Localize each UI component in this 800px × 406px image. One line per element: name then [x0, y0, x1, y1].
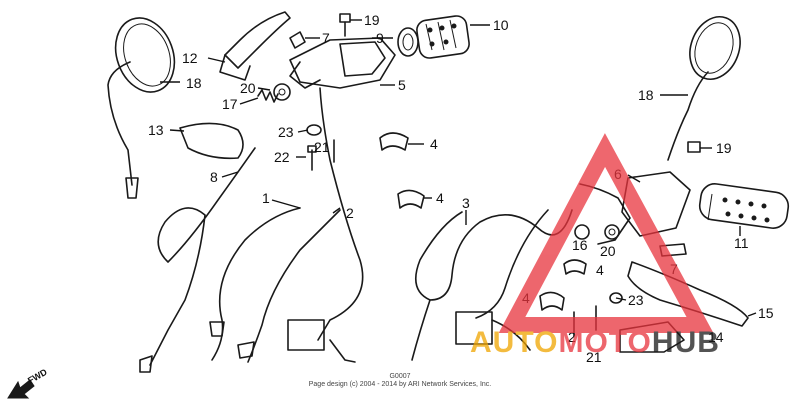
- callout-4: 4: [430, 136, 438, 152]
- callout-7: 7: [322, 30, 330, 46]
- clamp-4a[interactable]: [379, 132, 409, 151]
- throttle-cable-2[interactable]: [237, 209, 341, 363]
- callout-21b: 21: [586, 349, 602, 365]
- switch-harness[interactable]: [287, 87, 364, 363]
- callout-11: 11: [734, 235, 749, 251]
- bolt-7[interactable]: [289, 31, 306, 49]
- callout-4c: 4: [596, 262, 604, 278]
- cover-13[interactable]: [179, 122, 244, 160]
- diagram-id: G0007: [389, 373, 410, 380]
- nut-20b[interactable]: [604, 224, 620, 240]
- callout-15: 15: [758, 305, 774, 321]
- callout-22: 22: [274, 149, 290, 165]
- switch-housing[interactable]: [289, 37, 396, 89]
- left-grip[interactable]: [698, 182, 790, 230]
- copyright-notice: Page design (c) 2004 - 2014 by ARI Netwo…: [309, 381, 492, 388]
- washer-23a[interactable]: [306, 124, 322, 136]
- callout-20b: 20: [600, 243, 616, 259]
- screw-19b[interactable]: [687, 141, 701, 153]
- svg-text:AUTOMOTOHUB: AUTOMOTOHUB: [470, 326, 720, 359]
- clamp-4c[interactable]: [563, 259, 587, 275]
- callout-17: 17: [222, 96, 238, 112]
- left-mirror[interactable]: [106, 10, 185, 199]
- clamp-4b[interactable]: [397, 189, 425, 209]
- spring-17[interactable]: [257, 89, 279, 103]
- callout-19: 19: [364, 12, 380, 28]
- callout-9: 9: [376, 30, 384, 46]
- screw-22[interactable]: [307, 145, 317, 171]
- callout-2b: 2: [568, 329, 576, 345]
- watermark-triangle: [498, 133, 714, 333]
- callout-2: 2: [346, 205, 354, 221]
- leader-lines: [160, 19, 757, 317]
- nut-20a[interactable]: [273, 83, 291, 101]
- throttle-cable-1[interactable]: [209, 207, 301, 361]
- fwd-arrow-icon: [7, 379, 35, 399]
- callout-labels: 10 19 9 7 12 18 5 20 17 13 23 4 22 21 8 …: [148, 12, 774, 365]
- callout-19b: 19: [716, 140, 732, 156]
- callout-16: 16: [572, 237, 588, 253]
- callout-18b: 18: [638, 87, 654, 103]
- clutch-cable[interactable]: [139, 147, 256, 373]
- throttle-grip[interactable]: [416, 15, 471, 60]
- clip-16[interactable]: [574, 224, 590, 240]
- callout-13: 13: [148, 122, 164, 138]
- watermark-moto: MOTO: [558, 326, 651, 359]
- watermark-auto: AUTO: [470, 326, 558, 359]
- callout-12: 12: [182, 50, 198, 66]
- right-mirror[interactable]: [667, 10, 748, 161]
- callout-4b: 4: [436, 190, 444, 206]
- clamp-4d[interactable]: [539, 291, 565, 311]
- callout-21: 21: [314, 139, 330, 155]
- callout-10: 10: [493, 17, 509, 33]
- choke-cable[interactable]: [411, 209, 573, 361]
- fwd-label: FWD: [26, 367, 49, 386]
- callout-20: 20: [240, 80, 256, 96]
- automotohub-watermark: AUTOMOTOHUB: [470, 133, 720, 359]
- callout-5: 5: [398, 77, 406, 93]
- callout-23b: 23: [628, 292, 644, 308]
- fwd-indicator: FWD: [7, 367, 49, 399]
- screw-19[interactable]: [339, 13, 351, 37]
- callout-18: 18: [186, 75, 202, 91]
- throttle-pipe[interactable]: [397, 27, 419, 57]
- callout-8: 8: [210, 169, 218, 185]
- callout-1: 1: [262, 190, 270, 206]
- watermark-hub: HUB: [652, 326, 720, 359]
- callout-23: 23: [278, 124, 294, 140]
- washer-23b[interactable]: [609, 292, 623, 304]
- clutch-lever[interactable]: [219, 11, 291, 81]
- callout-3: 3: [462, 195, 470, 211]
